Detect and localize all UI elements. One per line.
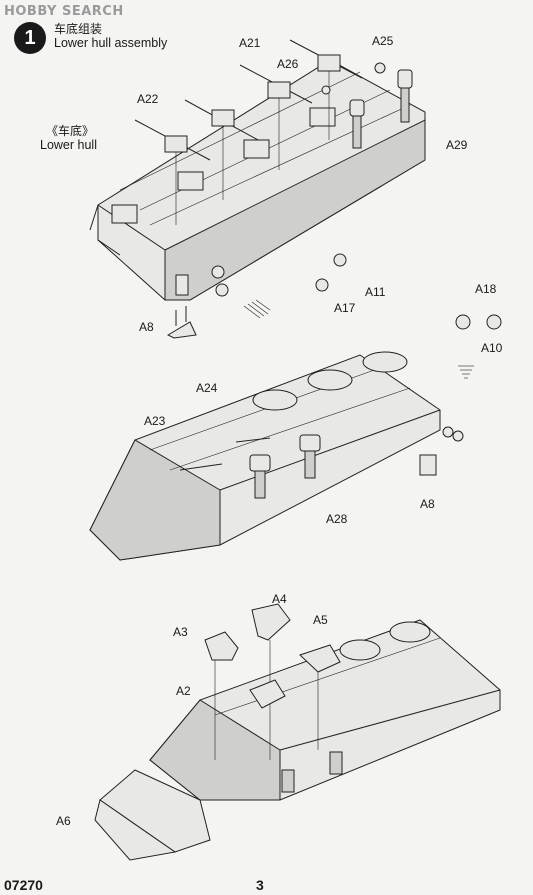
step-title-english: Lower hull assembly: [54, 36, 168, 50]
callout-a8-top: A8: [139, 320, 154, 334]
loose-parts-top: [166, 253, 502, 379]
callout-a4: A4: [272, 592, 287, 606]
step-number-badge: 1: [14, 22, 46, 54]
hull-drawing-top: [89, 59, 426, 301]
callout-a8-middle: A8: [420, 497, 435, 511]
callout-a17: A17: [334, 301, 356, 315]
kit-number: 07270: [4, 877, 43, 893]
torsion-arms-top: [134, 39, 363, 225]
step-title-chinese: 车底组装: [54, 22, 103, 36]
hull-drawing-bottom: [94, 619, 501, 861]
arm-brackets-bottom: [204, 603, 431, 793]
callout-a11: A11: [365, 285, 386, 299]
callout-a24: A24: [196, 381, 218, 395]
callout-a6: A6: [56, 814, 71, 828]
callout-a18: A18: [475, 282, 497, 296]
hull-label-english: Lower hull: [40, 138, 97, 152]
callout-a26: A26: [277, 57, 299, 71]
hull-drawing-middle: [89, 354, 464, 561]
callout-a21: A21: [239, 36, 261, 50]
page-number: 3: [256, 877, 264, 893]
callout-a25: A25: [372, 34, 394, 48]
callout-a10: A10: [481, 341, 503, 355]
callout-a22: A22: [137, 92, 159, 106]
callout-a28: A28: [326, 512, 348, 526]
callout-a3: A3: [173, 625, 188, 639]
road-arms-middle: [179, 351, 408, 499]
watermark-logo: HOBBY SEARCH: [4, 4, 124, 19]
callout-a29: A29: [446, 138, 468, 152]
callout-a2: A2: [176, 684, 191, 698]
callout-a23: A23: [144, 414, 166, 428]
callout-a5: A5: [313, 613, 328, 627]
shock-absorbers-top: [321, 62, 413, 149]
hull-label-chinese: 《车底》: [46, 124, 95, 138]
